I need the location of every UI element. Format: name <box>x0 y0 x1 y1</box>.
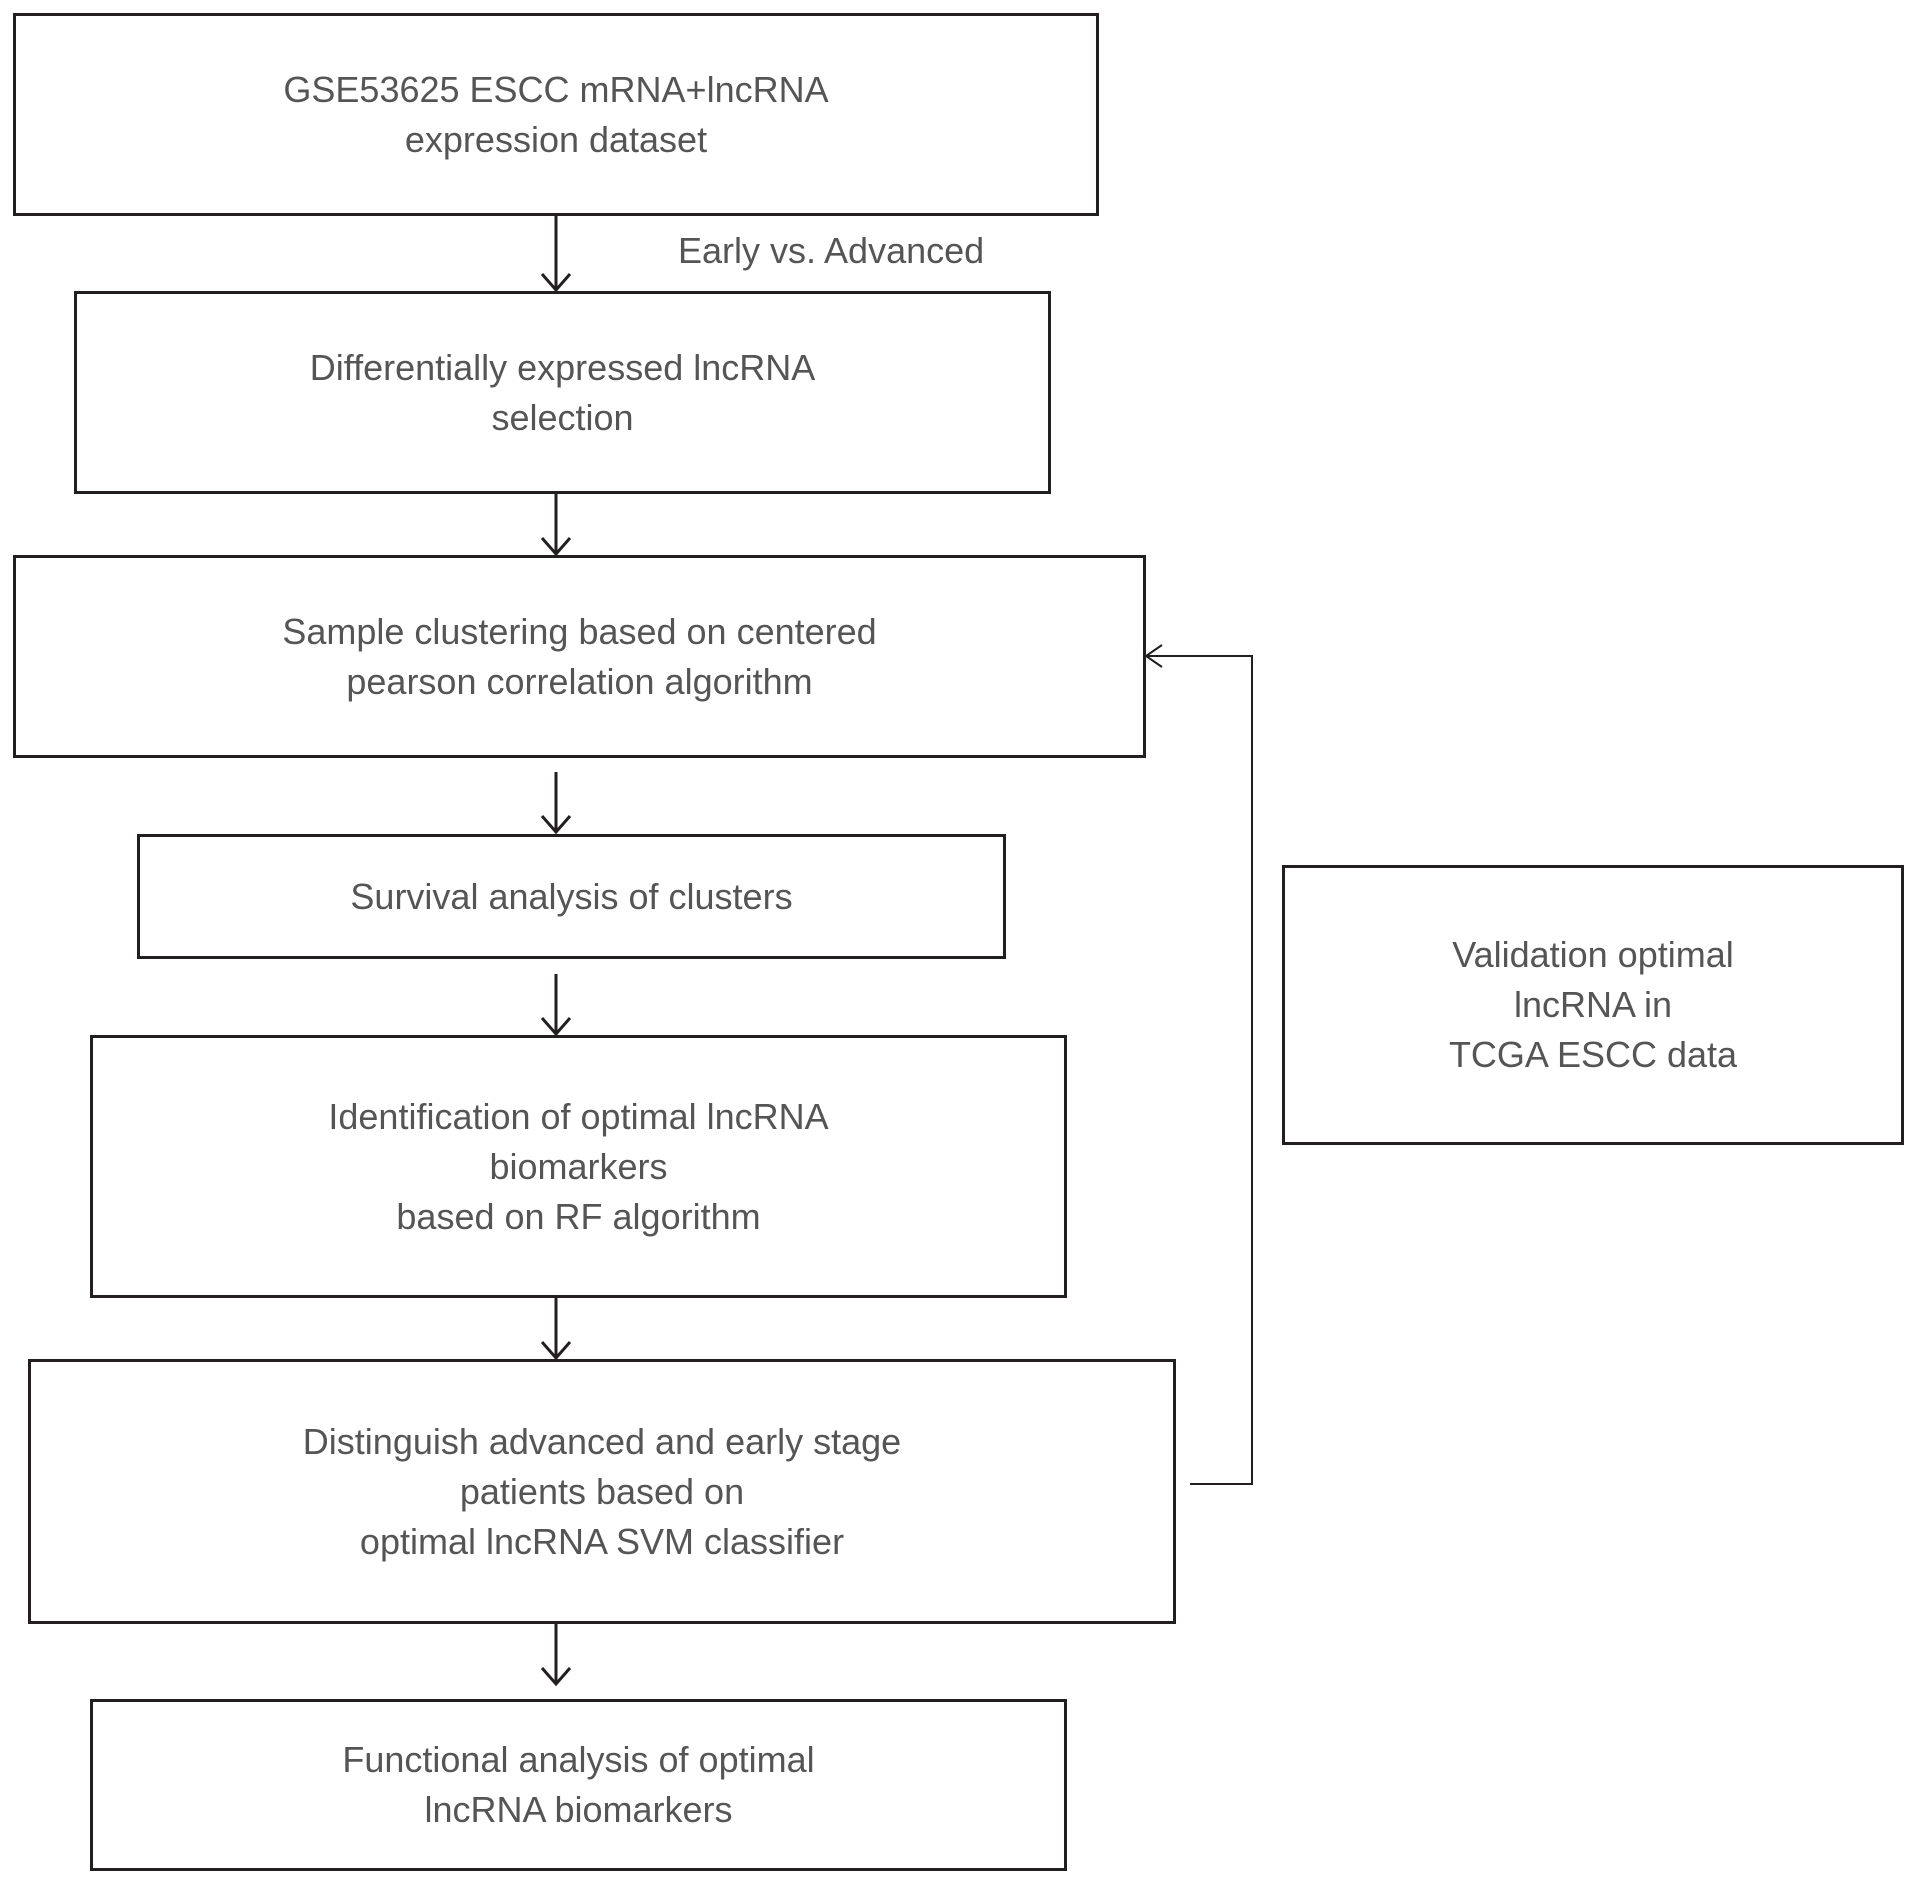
node-dataset-label: GSE53625 ESCC mRNA+lncRNA expression dat… <box>283 68 829 160</box>
node-de-selection: Differentially expressed lncRNA selectio… <box>74 291 1051 494</box>
node-functional: Functional analysis of optimal lncRNA bi… <box>90 1699 1067 1871</box>
node-validation: Validation optimal lncRNA in TCGA ESCC d… <box>1282 865 1904 1145</box>
node-survival-label: Survival analysis of clusters <box>350 875 793 917</box>
node-distinguish-label: Distinguish advanced and early stage pat… <box>302 1420 902 1562</box>
arrow-distinguish-to-functional <box>540 1624 572 1687</box>
node-validation-label: Validation optimal lncRNA in TCGA ESCC d… <box>1448 934 1738 1075</box>
arrow-clustering-to-survival <box>540 772 572 835</box>
node-survival: Survival analysis of clusters <box>137 834 1006 959</box>
arrow-dataset-to-de <box>540 216 572 293</box>
node-identification-label: Identification of optimal lncRNA biomark… <box>328 1095 829 1237</box>
node-clustering: Sample clustering based on centered pear… <box>13 555 1146 758</box>
arrow-identification-to-distinguish <box>540 1298 572 1361</box>
node-distinguish: Distinguish advanced and early stage pat… <box>28 1359 1176 1624</box>
node-dataset: GSE53625 ESCC mRNA+lncRNA expression dat… <box>13 13 1099 216</box>
node-functional-label: Functional analysis of optimal lncRNA bi… <box>342 1739 815 1830</box>
edge-label-early-vs-advanced: Early vs. Advanced <box>678 230 985 271</box>
node-clustering-label: Sample clustering based on centered pear… <box>282 610 877 702</box>
feedback-arrow-distinguish-to-clustering <box>1144 644 1253 1485</box>
arrow-survival-to-identification <box>540 974 572 1037</box>
node-de-selection-label: Differentially expressed lncRNA selectio… <box>309 346 816 438</box>
node-identification: Identification of optimal lncRNA biomark… <box>90 1035 1067 1298</box>
arrow-de-to-clustering <box>540 494 572 557</box>
